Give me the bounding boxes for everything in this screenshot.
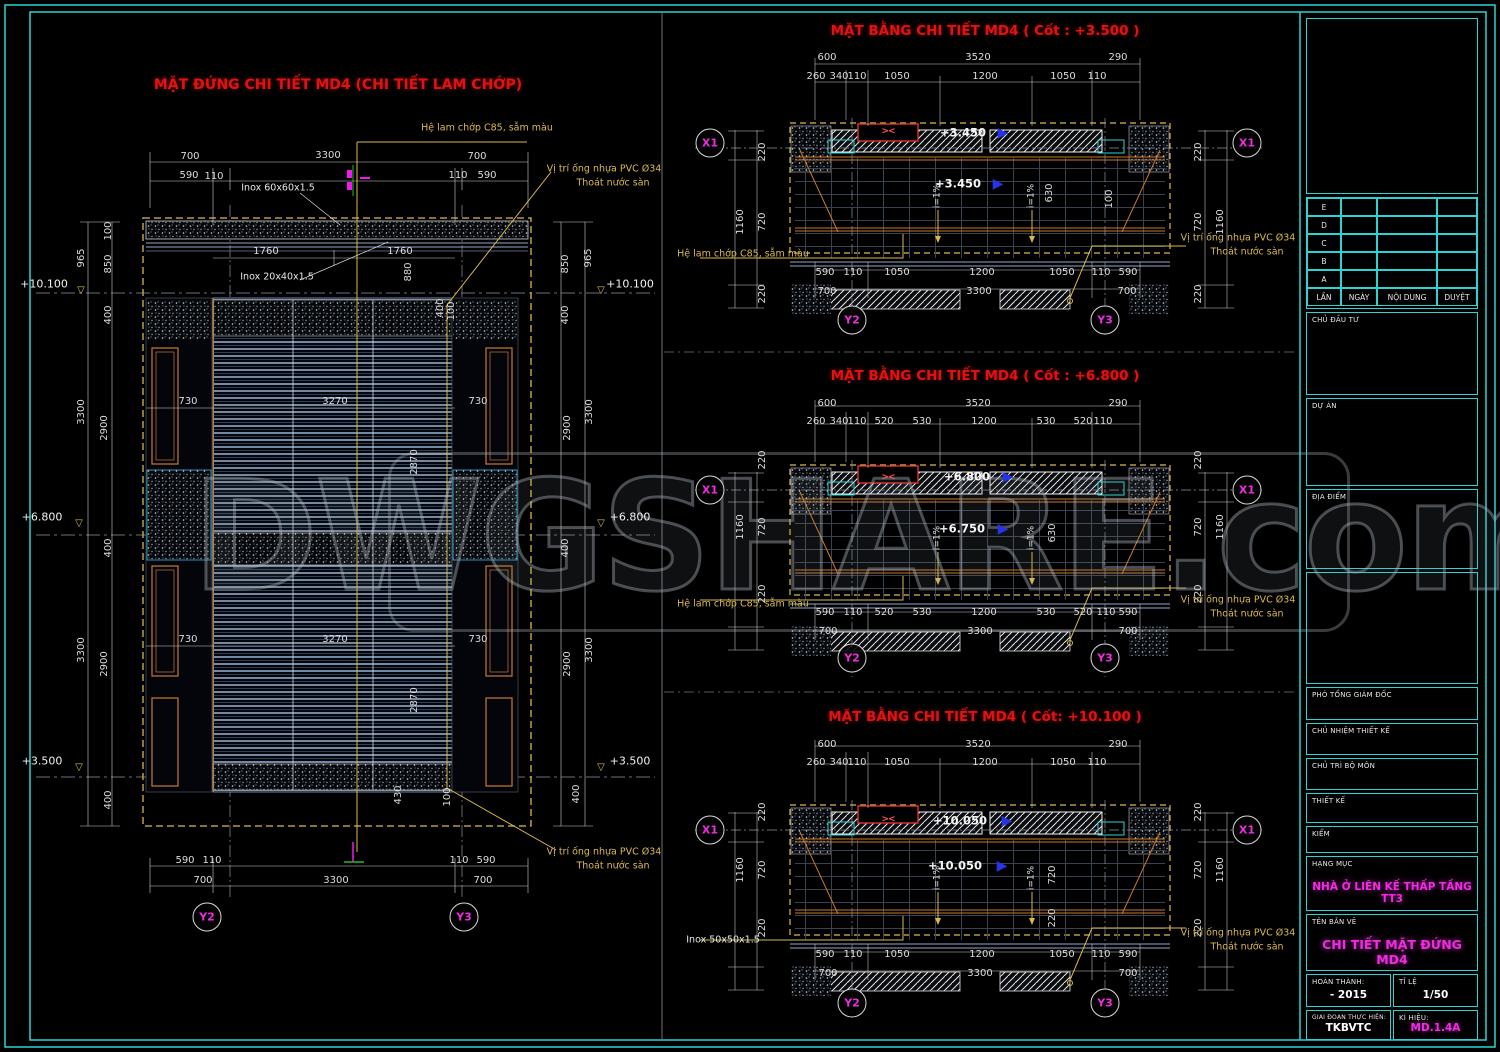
investor-label: CHỦ ĐẦU TƯ	[1312, 316, 1360, 324]
titleblock-project-box: DỰ ÁN	[1306, 398, 1478, 486]
drawing-code: MD.1.4A	[1410, 1022, 1461, 1034]
titleblock-empty-box	[1306, 572, 1478, 684]
revision-cell	[1437, 252, 1477, 270]
plan-title-10100: MẶT BẰNG CHI TIẾT MD4 ( Cốt: +10.100 )	[828, 709, 1142, 725]
titleblock-deputy-director-box: PHÓ TỔNG GIÁM ĐỐC	[1306, 687, 1478, 720]
deputy-director-label: PHÓ TỔNG GIÁM ĐỐC	[1312, 691, 1392, 699]
scale-value: 1/50	[1422, 989, 1449, 1001]
titleblock-drawing-name-box: TÊN BẢN VẼ CHI TIẾT MẶT ĐỨNG MD4	[1306, 914, 1478, 971]
drawing-name-label: TÊN BẢN VẼ	[1312, 918, 1357, 926]
revision-cell	[1341, 234, 1377, 252]
titleblock-revision-table: E D C B A LẦN NGÀY NỘI DUNG DUYỆT	[1306, 197, 1478, 309]
revision-cell	[1377, 252, 1437, 270]
revision-letter: C	[1307, 234, 1341, 252]
location-label: ĐỊA ĐIỂM	[1312, 493, 1347, 501]
design-manager-label: CHỦ NHIỆM THIẾT KẾ	[1312, 727, 1390, 735]
revision-cell	[1377, 198, 1437, 216]
revision-cell	[1437, 270, 1477, 288]
drawing-title: CHI TIẾT MẶT ĐỨNG MD4	[1322, 937, 1462, 967]
plan-title-3500: MẶT BẰNG CHI TIẾT MD4 ( Cốt : +3.500 )	[830, 23, 1140, 39]
revision-header: DUYỆT	[1437, 288, 1477, 306]
revision-cell	[1377, 234, 1437, 252]
titleblock-scale-cell: TỈ LỆ 1/50	[1393, 974, 1478, 1007]
revision-letter: D	[1307, 216, 1341, 234]
titleblock-code-cell: KÍ HIỆU: MD.1.4A	[1393, 1010, 1478, 1040]
revision-cell	[1437, 216, 1477, 234]
revision-header: LẦN	[1307, 288, 1341, 306]
stage-value: TKBVTC	[1325, 1022, 1372, 1034]
completed-label: HOÀN THÀNH:	[1312, 978, 1365, 986]
revision-cell	[1341, 252, 1377, 270]
designer-label: THIẾT KẾ	[1312, 797, 1346, 805]
revision-cell	[1341, 198, 1377, 216]
revision-cell	[1341, 216, 1377, 234]
elevation-title: MẶT ĐỨNG CHI TIẾT MD4 (CHI TIẾT LAM CHỚP…	[153, 77, 523, 93]
revision-letter: E	[1307, 198, 1341, 216]
revision-letter: B	[1307, 252, 1341, 270]
titleblock-category-box: HẠNG MỤC NHÀ Ở LIÊN KẾ THẤP TẦNG TT3	[1306, 856, 1478, 911]
revision-cell	[1437, 198, 1477, 216]
revision-letter: A	[1307, 270, 1341, 288]
titleblock-logo-box	[1306, 18, 1478, 194]
titleblock-checker-box: KIỂM	[1306, 826, 1478, 853]
project-name: NHÀ Ở LIÊN KẾ THẤP TẦNG TT3	[1312, 881, 1472, 905]
titleblock-designer-box: THIẾT KẾ	[1306, 793, 1478, 823]
stage-label: GIAI ĐOẠN THỰC HIỆN:	[1312, 1014, 1387, 1021]
revision-cell	[1377, 270, 1437, 288]
revision-header: NGÀY	[1341, 288, 1377, 306]
scale-label: TỈ LỆ	[1399, 978, 1417, 986]
completed-value: - 2015	[1329, 989, 1368, 1001]
titleblock-design-manager-box: CHỦ NHIỆM THIẾT KẾ	[1306, 723, 1478, 755]
discipline-lead-label: CHỦ TRÌ BỘ MÔN	[1312, 762, 1376, 770]
titleblock-investor-box: CHỦ ĐẦU TƯ	[1306, 312, 1478, 395]
project-label: DỰ ÁN	[1312, 402, 1337, 410]
revision-cell	[1437, 234, 1477, 252]
titleblock-stage-cell: GIAI ĐOẠN THỰC HIỆN: TKBVTC	[1306, 1010, 1391, 1040]
checker-label: KIỂM	[1312, 830, 1330, 838]
revision-cell	[1341, 270, 1377, 288]
revision-header: NỘI DUNG	[1377, 288, 1437, 306]
plan-title-6800: MẶT BẰNG CHI TIẾT MD4 ( Cốt : +6.800 )	[830, 368, 1140, 384]
category-label: HẠNG MỤC	[1312, 860, 1353, 868]
titleblock-location-box: ĐỊA ĐIỂM	[1306, 489, 1478, 569]
revision-cell	[1377, 216, 1437, 234]
titleblock-completed-cell: HOÀN THÀNH: - 2015	[1306, 974, 1391, 1007]
titleblock-discipline-lead-box: CHỦ TRÌ BỘ MÔN	[1306, 758, 1478, 790]
code-label: KÍ HIỆU:	[1399, 1014, 1429, 1022]
